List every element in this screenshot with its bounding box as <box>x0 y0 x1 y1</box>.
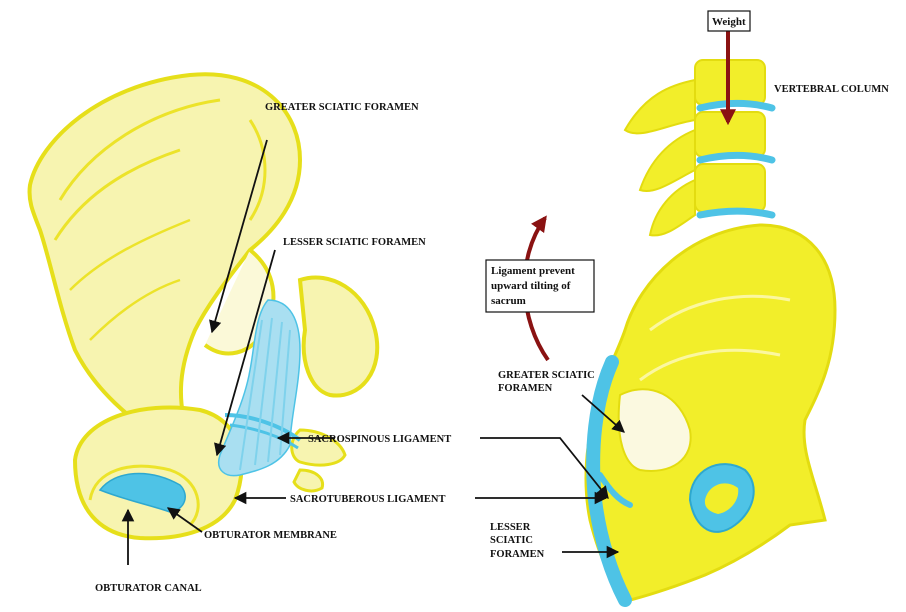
greater-sciatic-foramen-left-label: GREATER SCIATIC FORAMEN <box>265 102 419 113</box>
sacrum-vertebrae-drawing <box>586 60 835 600</box>
vertebral-column-label: VERTEBRAL COLUMN <box>774 84 889 95</box>
obturator-canal-label: OBTURATOR CANAL <box>95 583 202 594</box>
sacrotuberous-ligament-label: SACROTUBEROUS LIGAMENT <box>290 494 446 505</box>
obturator-membrane-label: OBTURATOR MEMBRANE <box>204 530 337 541</box>
sacrospinous-ligament-label: SACROSPINOUS LIGAMENT <box>308 434 451 445</box>
ligament-note-line-2: upward tilting of <box>491 280 571 292</box>
lesser-sciatic-foramen-right-line-1: LESSER <box>490 522 531 533</box>
lesser-sciatic-foramen-right-line-3: FORAMEN <box>490 549 545 560</box>
lesser-sciatic-foramen-left-label: LESSER SCIATIC FORAMEN <box>283 237 426 248</box>
hip-bone-drawing <box>29 74 377 538</box>
ligament-note-line-1: Ligament prevent <box>491 265 575 277</box>
greater-sciatic-foramen-right-line-1: GREATER SCIATIC <box>498 370 595 381</box>
lesser-sciatic-foramen-right-line-2: SCIATIC <box>490 535 533 546</box>
ligament-note-line-3: sacrum <box>491 295 526 307</box>
weight-label: Weight <box>712 16 746 28</box>
greater-sciatic-foramen-right-line-2: FORAMEN <box>498 383 553 394</box>
